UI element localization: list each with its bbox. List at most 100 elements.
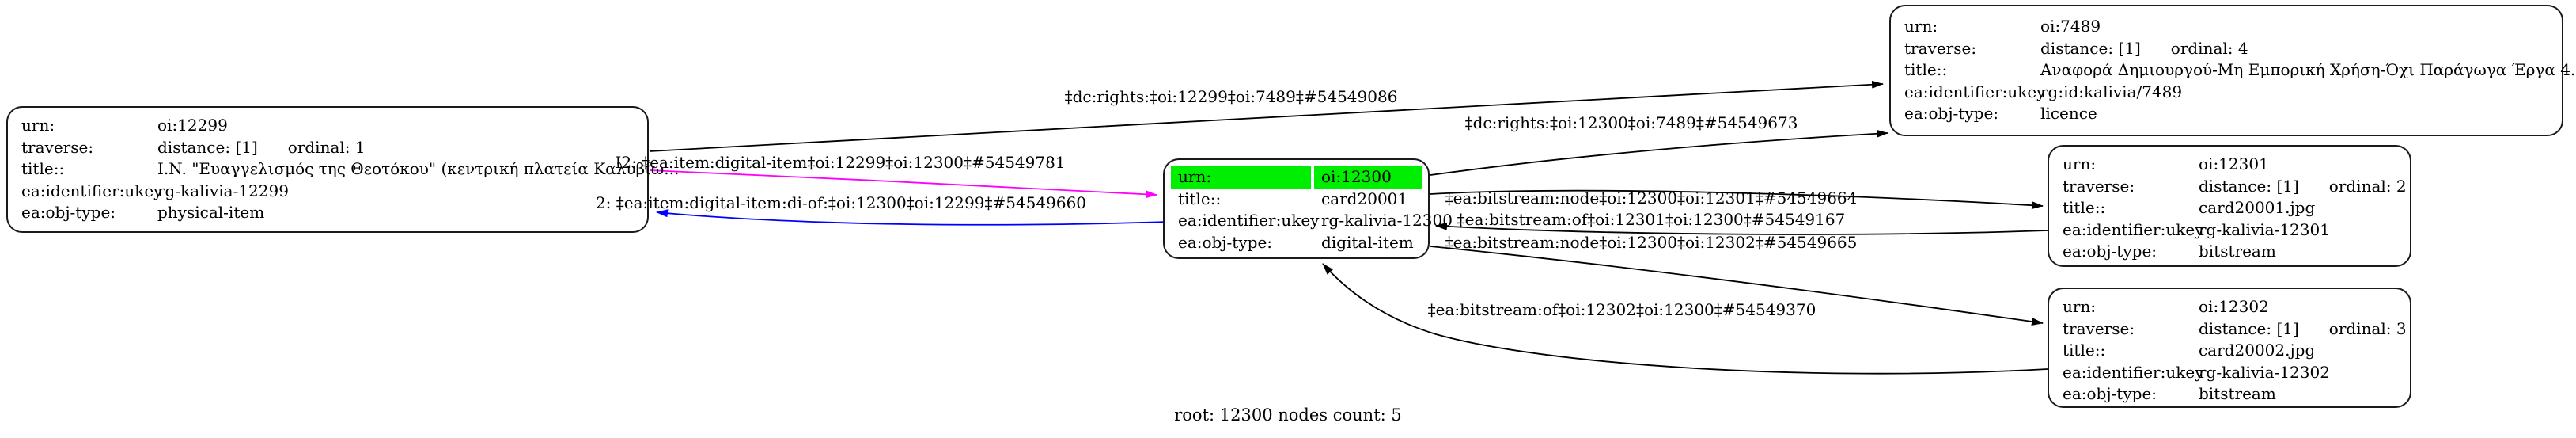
node-row: ea:obj-type: bitstream bbox=[2063, 383, 2402, 406]
row-label: urn: bbox=[21, 116, 55, 135]
row-ordinal: ordinal: 1 bbox=[287, 137, 366, 157]
row-value: rg:id:kalivia/7489 bbox=[2040, 82, 2183, 101]
row-label: ea:obj-type: bbox=[2063, 384, 2157, 403]
node-row-highlighted: urn: oi:12300 bbox=[1171, 166, 1422, 189]
node-row: title:: I.N. "Ευαγγελισμός της Θεοτόκου"… bbox=[21, 158, 679, 181]
row-label: ea:identifier:ukey bbox=[2063, 219, 2204, 239]
row-label: ea:obj-type: bbox=[1178, 232, 1273, 252]
node-row: ea:identifier:ukey rg:id:kalivia/7489 bbox=[1904, 82, 2554, 104]
row-value: Αναφορά Δημιουργού-Μη Εμπορική Χρήση-Όχι… bbox=[2040, 60, 2576, 79]
row-value: licence bbox=[2040, 104, 2097, 123]
node-row: ea:obj-type: licence bbox=[1904, 103, 2554, 125]
row-label: ea:obj-type: bbox=[21, 203, 116, 222]
row-value: distance: [1] bbox=[157, 137, 258, 157]
row-label: title:: bbox=[2063, 198, 2106, 217]
node-row: urn: oi:12299 bbox=[21, 115, 639, 137]
row-ordinal: ordinal: 3 bbox=[2328, 318, 2407, 338]
row-value: rg-kalivia-12301 bbox=[2199, 219, 2330, 239]
edge-bitstream-of-12301 bbox=[1435, 222, 2048, 235]
node-row: traverse: distance: [1] ordinal: 1 bbox=[21, 137, 639, 159]
row-value: oi:12301 bbox=[2199, 154, 2269, 173]
row-value: distance: [1] bbox=[2199, 176, 2299, 196]
row-label: urn: bbox=[2063, 154, 2097, 173]
row-label: ea:identifier:ukey bbox=[1178, 211, 1320, 230]
node-row: ea:identifier:ukey rg-kalivia-12300 bbox=[1178, 210, 1453, 232]
row-value: oi:12300 bbox=[1314, 166, 1422, 189]
node-oi-12299[interactable]: urn: oi:12299 traverse: distance: [1] or… bbox=[6, 106, 679, 233]
node-row: ea:identifier:ukey rg-kalivia-12299 bbox=[21, 181, 639, 203]
node-oi-12300[interactable]: urn: oi:12300 title:: card20001 ea:ident… bbox=[1163, 158, 1453, 260]
node-rows: urn: oi:12301 traverse: distance: [1] or… bbox=[2049, 147, 2410, 269]
row-label: traverse: bbox=[2063, 176, 2135, 196]
row-value: rg-kalivia-12300 bbox=[1321, 211, 1453, 230]
node-row: traverse: distance: [1] ordinal: 4 bbox=[1904, 38, 2554, 60]
node-row: title:: card20001 bbox=[1178, 189, 1421, 211]
row-ordinal: ordinal: 2 bbox=[2328, 176, 2407, 196]
row-label: ea:obj-type: bbox=[2063, 242, 2157, 261]
row-label: title:: bbox=[21, 159, 65, 178]
row-value: physical-item bbox=[157, 203, 265, 222]
row-label: ea:identifier:ukey bbox=[2063, 362, 2204, 382]
node-oi-7489[interactable]: urn: oi:7489 traverse: distance: [1] ord… bbox=[1889, 5, 2576, 136]
row-label: ea:identifier:ukey bbox=[21, 181, 163, 200]
row-value: oi:7489 bbox=[2040, 17, 2101, 36]
edge-label-bitstream-node-12301: ‡ea:bitstream:node‡oi:12300‡oi:12301‡#54… bbox=[1445, 189, 1858, 208]
node-row: ea:obj-type: digital-item bbox=[1178, 232, 1421, 254]
edge-label-dc-rights-12300: ‡dc:rights:‡oi:12300‡oi:7489‡#54549673 bbox=[1464, 113, 1798, 132]
edge-bitstream-of-12302 bbox=[1322, 263, 2048, 375]
row-value: bitstream bbox=[2199, 242, 2276, 261]
node-oi-12302[interactable]: urn: oi:12302 traverse: distance: [1] or… bbox=[2048, 288, 2411, 408]
row-label: ea:identifier:ukey bbox=[1904, 82, 2046, 101]
node-row: ea:identifier:ukey rg-kalivia-12302 bbox=[2063, 362, 2402, 384]
node-row: ea:obj-type: bitstream bbox=[2063, 241, 2402, 263]
edge-bitstream-node-12302 bbox=[1430, 246, 2044, 326]
row-value: I.N. "Ευαγγελισμός της Θεοτόκου" (κεντρι… bbox=[157, 159, 680, 178]
node-row: title:: card20002.jpg bbox=[2063, 340, 2402, 362]
row-value: rg-kalivia-12302 bbox=[2199, 362, 2330, 382]
edge-label-item-digital-item-di-of: 2: ‡ea:item:digital-item:di-of:‡oi:12300… bbox=[595, 193, 1087, 212]
node-oi-12301[interactable]: urn: oi:12301 traverse: distance: [1] or… bbox=[2048, 145, 2411, 267]
node-row: urn: oi:7489 bbox=[1904, 16, 2554, 38]
row-label: traverse: bbox=[21, 137, 94, 157]
edge-dc-rights-12300-7489 bbox=[1430, 129, 1888, 176]
row-label: title:: bbox=[1178, 189, 1222, 208]
row-value: card20001 bbox=[1321, 189, 1408, 208]
row-label: traverse: bbox=[1904, 38, 1977, 58]
row-value: card20001.jpg bbox=[2199, 198, 2316, 217]
row-value: distance: [1] bbox=[2040, 38, 2141, 58]
row-label: traverse: bbox=[2063, 318, 2135, 338]
node-row: ea:obj-type: physical-item bbox=[21, 202, 639, 224]
edge-bitstream-node-12301 bbox=[1430, 189, 2044, 210]
edge-label-bitstream-node-12302: ‡ea:bitstream:node‡oi:12300‡oi:12302‡#54… bbox=[1445, 233, 1858, 252]
node-row: urn: oi:12302 bbox=[2063, 296, 2402, 318]
edge-label-item-digital-item: I2: ‡ea:item:digital-item‡oi:12299‡oi:12… bbox=[615, 153, 1066, 172]
node-row: urn: oi:12301 bbox=[2063, 154, 2402, 176]
node-row: title:: Αναφορά Δημιουργού-Μη Εμπορική Χ… bbox=[1904, 59, 2576, 82]
row-value: oi:12302 bbox=[2199, 297, 2269, 316]
row-ordinal: ordinal: 4 bbox=[2170, 38, 2248, 58]
graph-root-label: root: 12300 nodes count: 5 bbox=[1174, 406, 1402, 425]
row-value: rg-kalivia-12299 bbox=[157, 181, 289, 200]
row-value: bitstream bbox=[2199, 384, 2276, 403]
row-label: ea:obj-type: bbox=[1904, 104, 1999, 123]
node-rows: urn: oi:7489 traverse: distance: [1] ord… bbox=[1891, 6, 2576, 131]
edge-label-dc-rights-12299: ‡dc:rights:‡oi:12299‡oi:7489‡#54549086 bbox=[1064, 87, 1398, 106]
node-row: traverse: distance: [1] ordinal: 3 bbox=[2063, 318, 2407, 341]
node-row: ea:identifier:ukey rg-kalivia-12301 bbox=[2063, 219, 2402, 242]
node-rows: urn: oi:12302 traverse: distance: [1] or… bbox=[2049, 289, 2410, 412]
row-label: urn: bbox=[1171, 166, 1311, 189]
row-label: urn: bbox=[2063, 297, 2097, 316]
node-rows: urn: oi:12300 title:: card20001 ea:ident… bbox=[1165, 160, 1453, 260]
edge-label-bitstream-of-12302: ‡ea:bitstream:of‡oi:12302‡oi:12300‡#5454… bbox=[1427, 300, 1816, 319]
edge-item-digital-item bbox=[649, 169, 1157, 199]
node-row: title:: card20001.jpg bbox=[2063, 197, 2402, 219]
node-rows: urn: oi:12299 traverse: distance: [1] or… bbox=[8, 108, 679, 230]
edge-label-bitstream-of-12301: ‡ea:bitstream:of‡oi:12301‡oi:12300‡#5454… bbox=[1457, 210, 1846, 229]
row-label: title:: bbox=[2063, 341, 2106, 360]
edge-dc-rights-12299-7489 bbox=[649, 80, 1884, 152]
row-label: urn: bbox=[1904, 17, 1938, 36]
row-value: digital-item bbox=[1321, 232, 1414, 252]
row-label: title:: bbox=[1904, 60, 1948, 79]
row-value: oi:12299 bbox=[157, 116, 228, 135]
